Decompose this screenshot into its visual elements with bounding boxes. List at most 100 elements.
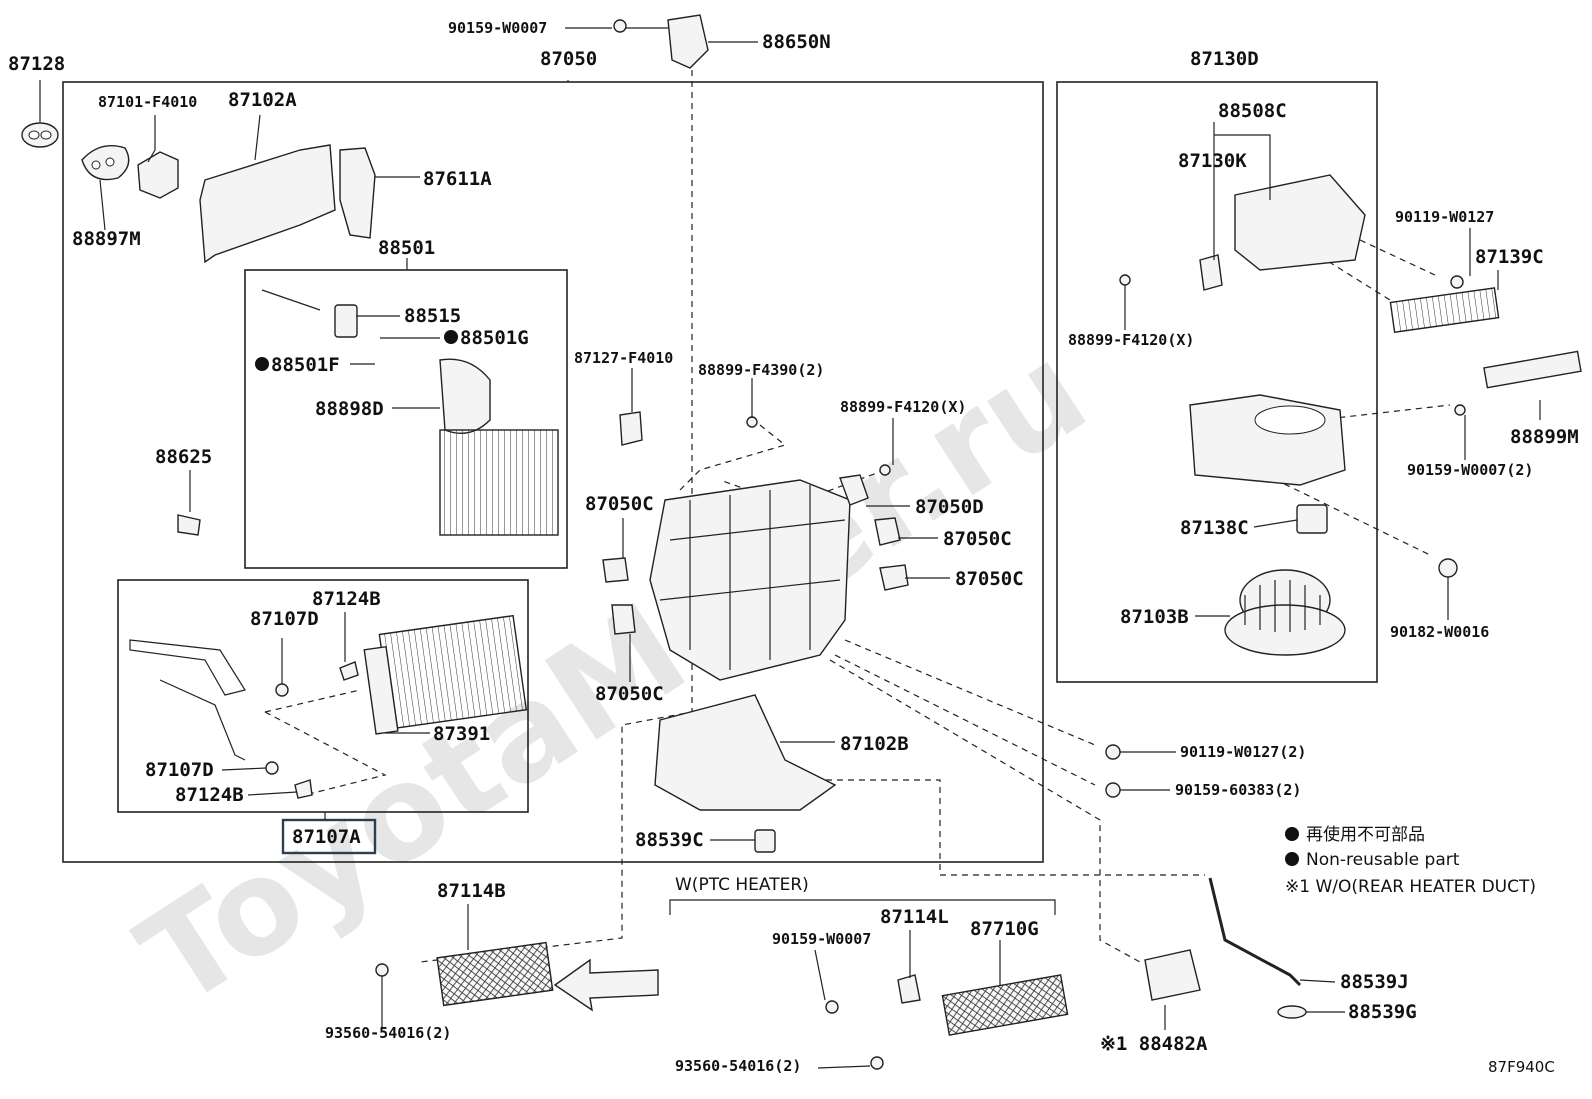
- non-reusable-88501G-icon: [444, 330, 458, 344]
- non-reusable-88501F-icon: [255, 357, 269, 371]
- clip-87101-part: [137, 151, 179, 199]
- screw-90159-W0007-top-part: [613, 19, 627, 33]
- oring-87107D-bot-part: [265, 761, 279, 775]
- servo-87050D-part: [839, 474, 869, 506]
- label-87107D-top: 87107D: [250, 608, 319, 630]
- heater-dash-line: [264, 689, 387, 796]
- label-87101-F4010: 87101-F4010: [98, 93, 197, 111]
- label-88501F: 88501F: [271, 354, 340, 376]
- label-87127-F4010: 87127-F4010: [574, 349, 673, 367]
- label-88539G: 88539G: [1348, 1001, 1417, 1023]
- label-87130K: 87130K: [1178, 150, 1247, 172]
- label-87050D: 87050D: [915, 496, 984, 518]
- nut-90182-W0016-part: [1438, 558, 1458, 578]
- label-87050C-c: 87050C: [955, 568, 1024, 590]
- heater-core-87391-part: [378, 614, 528, 730]
- legend: 再使用不可部品 Non-reusable part ※1 W/O(REAR HE…: [1285, 824, 1536, 897]
- legend-line-1: 再使用不可部品: [1306, 824, 1425, 845]
- label-88515: 88515: [404, 305, 461, 327]
- label-87050: 87050: [540, 48, 597, 70]
- bracket-87127-part: [619, 411, 643, 446]
- label-90182-W0016: 90182-W0016: [1390, 623, 1489, 641]
- label-88539J: 88539J: [1340, 971, 1409, 993]
- duct-88482A-part: [1144, 949, 1201, 1001]
- screw-88899-F4120-right-part: [1119, 274, 1131, 286]
- watermark: ToyotaMiner.ru: [114, 314, 1112, 1036]
- label-88899-F4120-mid: 88899-F4120(X): [840, 398, 966, 416]
- screw-90119-W0127-right-part: [1450, 275, 1464, 289]
- label-87050C-d: 87050C: [595, 683, 664, 705]
- case-87102B-part: [654, 694, 837, 811]
- label-88539C: 88539C: [635, 829, 704, 851]
- label-87102B: 87102B: [840, 733, 909, 755]
- pipes-part: [129, 639, 246, 761]
- cover-88899M-part: [1483, 350, 1582, 389]
- box-87107A-label: [281, 818, 377, 855]
- housing-87050-part: [649, 479, 851, 681]
- screw-90159-W0007-right-part: [1454, 404, 1466, 416]
- label-87050C-a: 87050C: [585, 493, 654, 515]
- filter-87139C-part: [1389, 287, 1500, 334]
- label-87130D: 87130D: [1190, 48, 1259, 70]
- box-88501: [244, 269, 568, 569]
- label-87107A: 87107A: [292, 826, 361, 848]
- servo-87050C-d-part: [611, 604, 636, 635]
- ptc-heater-87710G-part: [941, 974, 1069, 1036]
- diagram-code: 87F940C: [1488, 1058, 1555, 1076]
- servo-87050C-a-part: [602, 557, 629, 583]
- legend-dot-1-icon: [1285, 827, 1299, 841]
- screw-93560-bot-part: [870, 1056, 884, 1070]
- label-90119-W0127-mid: 90119-W0127(2): [1180, 743, 1306, 761]
- screw-90159-W0007-bot-part: [825, 1000, 839, 1014]
- leader-lines: [39, 27, 1541, 1069]
- sensor-88898D-part: [439, 358, 491, 434]
- legend-dot-2-icon: [1285, 852, 1299, 866]
- label-87114L: 87114L: [880, 906, 949, 928]
- box-87050: [62, 81, 1044, 863]
- label-93560-left: 93560-54016(2): [325, 1024, 451, 1042]
- bracket-87114L-part: [897, 974, 921, 1004]
- label-87124B-top: 87124B: [312, 588, 381, 610]
- label-87611A: 87611A: [423, 168, 492, 190]
- label-90159-60383: 90159-60383(2): [1175, 781, 1301, 799]
- label-87124B-bot: 87124B: [175, 784, 244, 806]
- label-90159-W0007-bot: 90159-W0007: [772, 930, 871, 948]
- label-87128: 87128: [8, 53, 65, 75]
- fan-87103B-part: [1224, 569, 1346, 656]
- box-87107A: [117, 579, 529, 813]
- label-90159-W0007-right: 90159-W0007(2): [1407, 461, 1533, 479]
- right-dash-line: [829, 639, 1141, 963]
- label-88899-F4120-right: 88899-F4120(X): [1068, 331, 1194, 349]
- clip-87124B-top-part: [339, 661, 359, 681]
- label-88897M: 88897M: [72, 228, 141, 250]
- label-87710G: 87710G: [970, 918, 1039, 940]
- label-87139C: 87139C: [1475, 246, 1544, 268]
- bracket-87611A-part: [339, 147, 376, 239]
- grommet-88539G-part: [1277, 1005, 1307, 1019]
- label-90119-W0127-right: 90119-W0127: [1395, 208, 1494, 226]
- sensor-88625-part: [177, 514, 201, 536]
- grommet-87128-part: [21, 122, 59, 148]
- legend-line-3: ※1 W/O(REAR HEATER DUCT): [1285, 877, 1536, 897]
- label-88508C: 88508C: [1218, 100, 1287, 122]
- label-93560-bot: 93560-54016(2): [675, 1057, 801, 1075]
- drain-88539C-part: [754, 829, 776, 853]
- evaporator-part: [439, 429, 559, 536]
- label-ptc-heater: W(PTC HEATER): [675, 875, 809, 895]
- bolt-90119-W0127-mid-part: [1105, 744, 1121, 760]
- resistor-87138C-part: [1296, 504, 1328, 534]
- clip-87124B-bot-part: [294, 779, 313, 799]
- label-87138C: 87138C: [1180, 517, 1249, 539]
- label-87391: 87391: [433, 723, 490, 745]
- grille-87114B-part: [436, 941, 554, 1007]
- bolt-90159-60383-part: [1105, 782, 1121, 798]
- part-labels: 87128 90159-W0007 88650N 87050 87130D 87…: [8, 19, 1579, 1075]
- label-88650N: 88650N: [762, 31, 831, 53]
- bolt-88515-part: [261, 289, 321, 311]
- servo-87130K-part: [1199, 254, 1223, 291]
- valve-88515-part: [334, 304, 358, 338]
- legend-line-2: Non-reusable part: [1306, 850, 1460, 870]
- label-87050C-b: 87050C: [943, 528, 1012, 550]
- bracket-88650N-part: [667, 14, 709, 69]
